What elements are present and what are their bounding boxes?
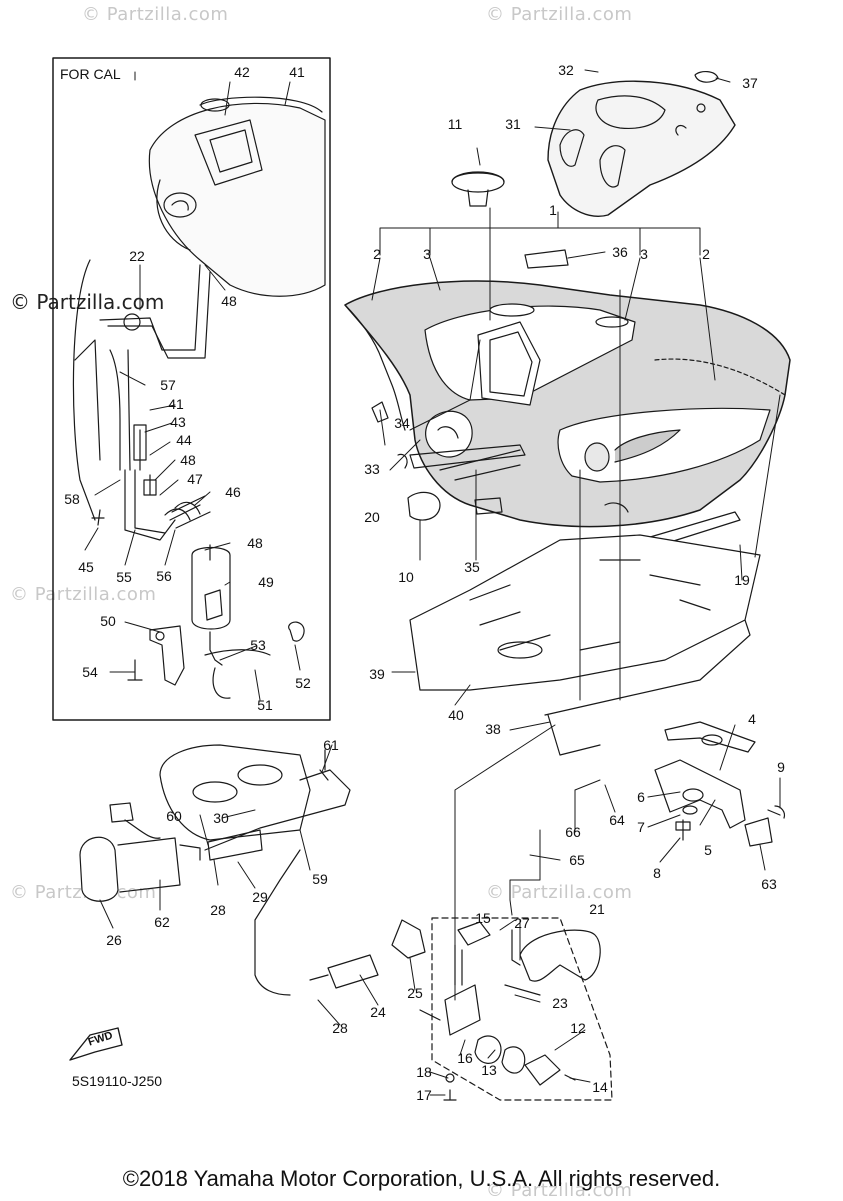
- callout-41: 41: [289, 64, 305, 80]
- callout-33: 33: [364, 461, 380, 477]
- callout-48: 48: [221, 293, 237, 309]
- callout-2b: 2: [702, 246, 710, 262]
- callout-4: 4: [748, 711, 756, 727]
- callout-47: 47: [187, 471, 203, 487]
- callout-5: 5: [704, 842, 712, 858]
- callout-12: 12: [570, 1020, 586, 1036]
- fwd-arrow-shape: [69, 1027, 123, 1061]
- callout-11: 11: [447, 116, 463, 132]
- fuel-cock-assembly: [254, 849, 613, 1101]
- callout-66: 66: [565, 824, 581, 840]
- cal-tank-drawing: [72, 96, 326, 699]
- callout-27: 27: [514, 915, 530, 931]
- callout-23: 23: [552, 995, 568, 1011]
- callout-34: 34: [394, 415, 410, 431]
- callout-31: 31: [505, 116, 521, 132]
- callout-25: 25: [407, 985, 423, 1001]
- callout-24: 24: [370, 1004, 386, 1020]
- callout-32: 32: [558, 62, 574, 78]
- callout-29: 29: [252, 889, 268, 905]
- callout-48b: 48: [180, 452, 196, 468]
- callout-16: 16: [457, 1050, 473, 1066]
- callout-63: 63: [761, 876, 777, 892]
- callout-44: 44: [176, 432, 192, 448]
- callout-30: 30: [213, 810, 229, 826]
- callout-57: 57: [160, 377, 176, 393]
- callout-58: 58: [64, 491, 80, 507]
- callout-8: 8: [653, 865, 661, 881]
- callout-3b: 3: [640, 246, 648, 262]
- callout-13: 13: [481, 1062, 497, 1078]
- callout-50: 50: [100, 613, 116, 629]
- fuel-tank: [344, 280, 791, 528]
- callout-55: 55: [116, 569, 132, 585]
- engine-top-and-pump: [79, 744, 351, 902]
- callout-2: 2: [373, 246, 381, 262]
- callout-52: 52: [295, 675, 311, 691]
- callout-14: 14: [592, 1079, 608, 1095]
- callout-53: 53: [250, 637, 266, 653]
- callout-41b: 41: [168, 396, 184, 412]
- tank-cover: [547, 80, 736, 217]
- watermark: © Partzilla.com: [486, 1180, 633, 1201]
- copyright-footer: ©2018 Yamaha Motor Corporation, U.S.A. A…: [122, 1166, 721, 1191]
- callout-7: 7: [637, 819, 645, 835]
- callout-65: 65: [569, 852, 585, 868]
- callout-20: 20: [364, 509, 380, 525]
- callout-42: 42: [234, 64, 250, 80]
- callout-51: 51: [257, 697, 273, 713]
- watermark: © Partzilla.com: [486, 4, 633, 25]
- callout-28: 28: [210, 902, 226, 918]
- callout-28b: 28: [332, 1020, 348, 1036]
- callout-46: 46: [225, 484, 241, 500]
- callout-21: 21: [589, 901, 605, 917]
- leader-lines: [84, 69, 781, 1096]
- callout-35: 35: [464, 559, 480, 575]
- callout-49: 49: [258, 574, 274, 590]
- callout-19: 19: [734, 572, 750, 588]
- callout-59: 59: [312, 871, 328, 887]
- callout-36: 36: [612, 244, 628, 260]
- callout-37: 37: [742, 75, 758, 91]
- watermark: © Partzilla.com: [10, 584, 157, 605]
- callout-6: 6: [637, 789, 645, 805]
- watermark-main: © Partzilla.com: [10, 290, 165, 314]
- callout-43: 43: [170, 414, 186, 430]
- callout-3: 3: [423, 246, 431, 262]
- callout-60: 60: [166, 808, 182, 824]
- diagram-code: 5S19110-J250: [72, 1073, 163, 1089]
- callout-9: 9: [777, 759, 785, 775]
- callout-26: 26: [106, 932, 122, 948]
- watermark: © Partzilla.com: [486, 882, 633, 903]
- callout-1: 1: [549, 202, 557, 218]
- cal-inset-frame: [52, 57, 331, 721]
- mount-brackets: [654, 721, 786, 847]
- callout-54: 54: [82, 664, 98, 680]
- callout-17: 17: [416, 1087, 432, 1103]
- callout-39: 39: [369, 666, 385, 682]
- watermark: © Partzilla.com: [82, 4, 229, 25]
- callout-45: 45: [78, 559, 94, 575]
- callout-40: 40: [448, 707, 464, 723]
- callout-18: 18: [416, 1064, 432, 1080]
- callout-61: 61: [323, 737, 339, 753]
- callout-22: 22: [129, 248, 145, 264]
- heat-shield: [409, 534, 761, 756]
- callout-48c: 48: [247, 535, 263, 551]
- callout-64: 64: [609, 812, 625, 828]
- callout-15: 15: [475, 910, 491, 926]
- callout-38: 38: [485, 721, 501, 737]
- callout-56: 56: [156, 568, 172, 584]
- fuel-cap: [451, 171, 505, 207]
- callout-10: 10: [398, 569, 414, 585]
- callout-62: 62: [154, 914, 170, 930]
- inset-title: FOR CAL: [60, 66, 121, 82]
